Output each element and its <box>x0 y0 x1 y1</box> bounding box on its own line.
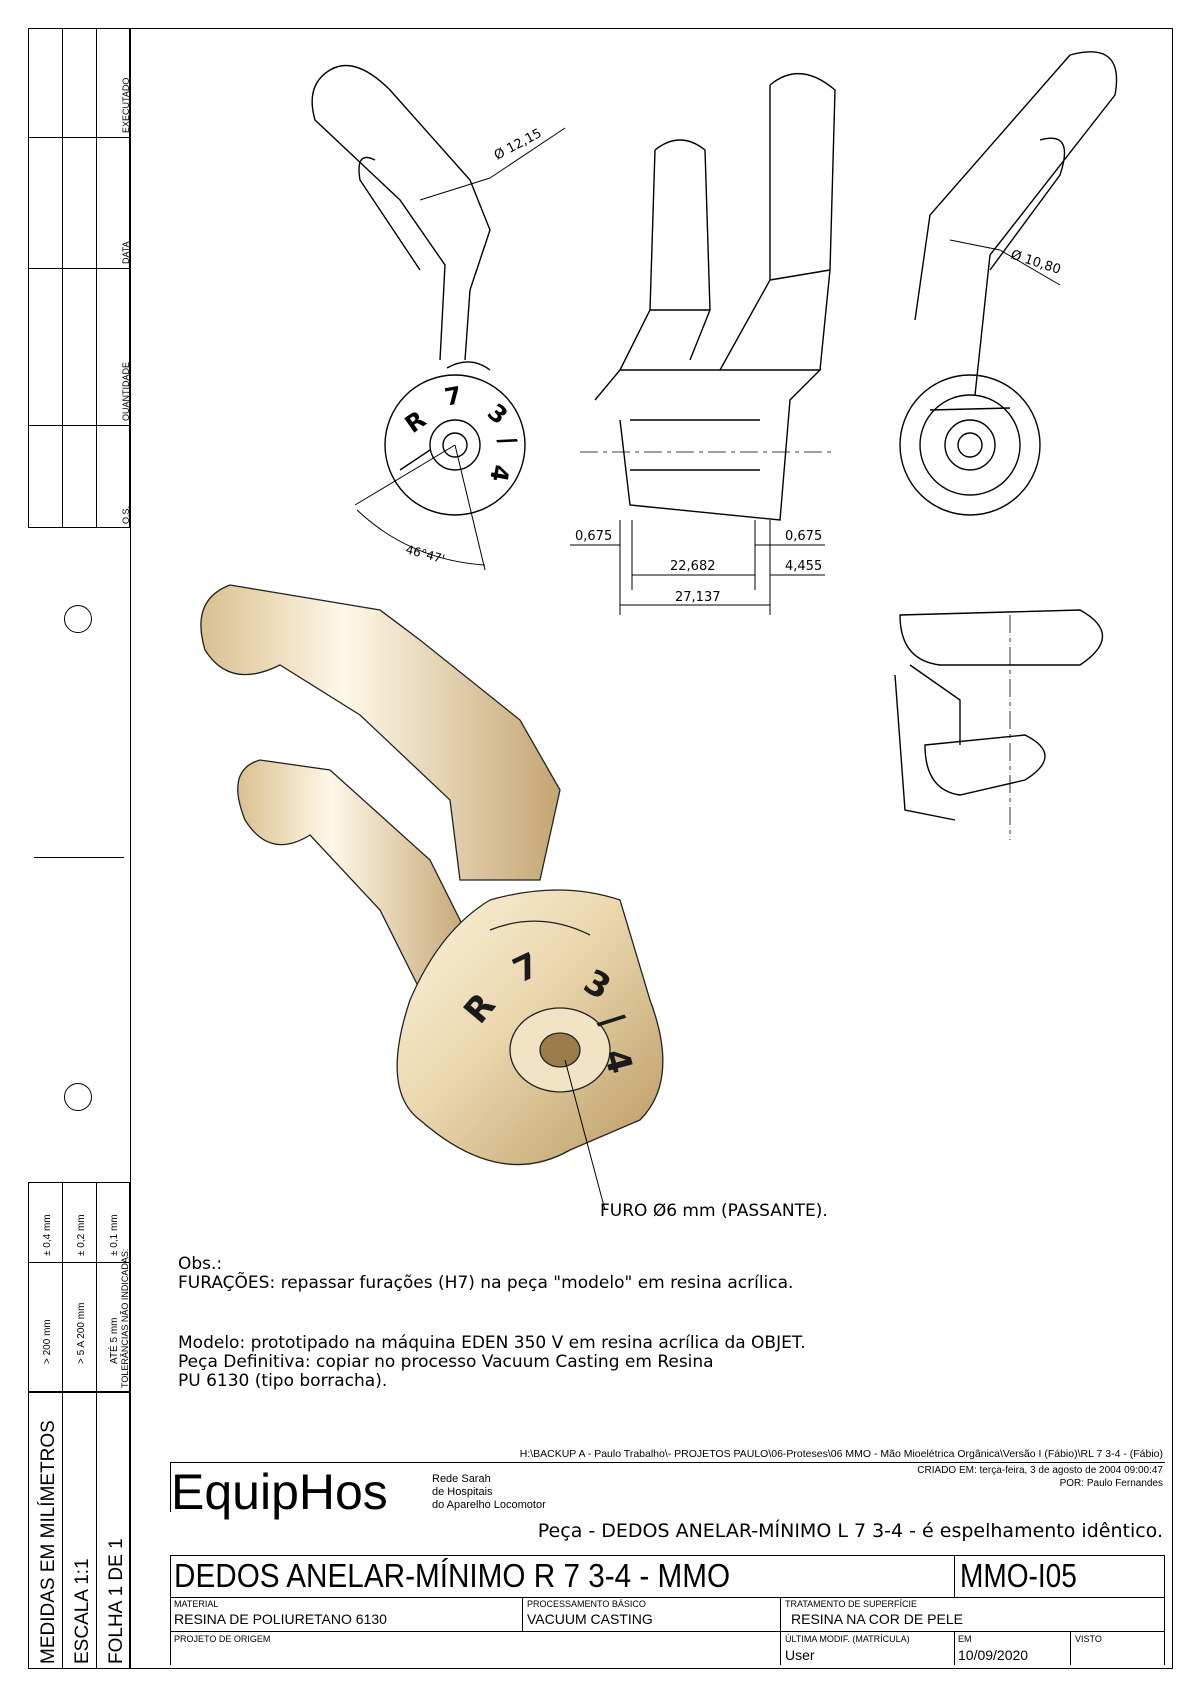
units-table <box>28 1392 130 1669</box>
em-value: 10/09/2020 <box>958 1647 1029 1663</box>
material-value: RESINA DE POLIURETANO 6130 <box>174 1611 387 1627</box>
org-line-3: do Aparelho Locomotor <box>432 1499 546 1511</box>
record-table <box>28 28 130 528</box>
dim-angle-label: 46°47' <box>404 542 446 566</box>
isometric-view <box>200 584 664 1166</box>
dim-diam-top-label: Ø 12,15 <box>492 126 545 163</box>
front-dimensions <box>570 520 825 615</box>
surface-label: TRATAMENTO DE SUPERFÍCIE <box>785 1599 918 1609</box>
org-line-2: de Hospitais <box>432 1486 493 1498</box>
dim-mid: 22,682 <box>670 559 716 574</box>
material-label: MATERIAL <box>174 1599 219 1609</box>
dim-diam-top <box>419 127 566 201</box>
visto-label: VISTO <box>1075 1634 1102 1644</box>
punch-hole-lower <box>64 1083 92 1111</box>
notes-modelo: Modelo: prototipado na máquina EDEN 350 … <box>178 1333 806 1353</box>
lastmod-label: ÚLTIMA MODIF. (MATRÍCULA) <box>785 1634 910 1644</box>
process-value: VACUUM CASTING <box>527 1611 653 1627</box>
company-logo-text: EquipHos <box>171 1464 388 1520</box>
side-view-left <box>311 64 526 516</box>
part-name: DEDOS ANELAR-MÍNIMO R 7 3-4 - MMO <box>174 1557 731 1594</box>
dim-right: 0,675 <box>785 529 822 544</box>
file-path: H:\BACKUP A - Paulo Trabalho\- PROJETOS … <box>519 1448 1163 1460</box>
tolerance-table <box>28 1182 130 1392</box>
org-line-1: Rede Sarah <box>432 1473 491 1485</box>
engrave-r: R <box>400 405 431 439</box>
center-mark <box>34 857 124 858</box>
punch-hole-upper <box>64 605 92 633</box>
notes-definitiva-2: PU 6130 (tipo borracha). <box>178 1371 388 1391</box>
notes-obs: Obs.: <box>178 1254 223 1274</box>
dim-left: 0,675 <box>575 529 612 544</box>
mirror-note: Peça - DEDOS ANELAR-MÍNIMO L 7 3-4 - é e… <box>537 1520 1163 1542</box>
side-view-right <box>899 51 1118 516</box>
surface-value: RESINA NA COR DE PELE <box>791 1611 963 1627</box>
drawing-code: MMO-I05 <box>960 1557 1077 1594</box>
engrave-4: 4 <box>484 463 514 484</box>
hole-label: FURO Ø6 mm (PASSANTE). <box>600 1201 828 1221</box>
notes-furacoes: FURAÇÕES: repassar furações (H7) na peça… <box>178 1273 794 1293</box>
dim-total: 27,137 <box>675 590 721 605</box>
org-name: Rede Sarah de Hospitais do Aparelho Loco… <box>432 1473 546 1512</box>
engrave-7: 7 <box>442 381 463 411</box>
dim-angle <box>354 444 486 571</box>
dim-diam-right-label: Ø 10,80 <box>1009 248 1063 278</box>
lastmod-value: User <box>785 1647 815 1663</box>
engrave-slash: / <box>493 432 522 450</box>
author: POR: Paulo Fernandes <box>1059 1478 1163 1489</box>
hole-leader <box>564 1059 606 1211</box>
created-date: CRIADO EM: terça-feira, 3 de agosto de 2… <box>917 1465 1163 1476</box>
em-label: EM <box>958 1634 972 1644</box>
front-view <box>594 72 836 521</box>
process-label: PROCESSAMENTO BÁSICO <box>527 1599 646 1609</box>
drawing-border <box>130 28 1173 1669</box>
dim-small: 4,455 <box>785 559 822 574</box>
dim-diam-right <box>949 239 1061 286</box>
origin-label: PROJETO DE ORIGEM <box>174 1634 271 1644</box>
notes-definitiva-1: Peça Definitiva: copiar no processo Vacu… <box>178 1352 714 1372</box>
engrave-3: 3 <box>482 398 513 430</box>
top-view <box>894 609 1104 840</box>
